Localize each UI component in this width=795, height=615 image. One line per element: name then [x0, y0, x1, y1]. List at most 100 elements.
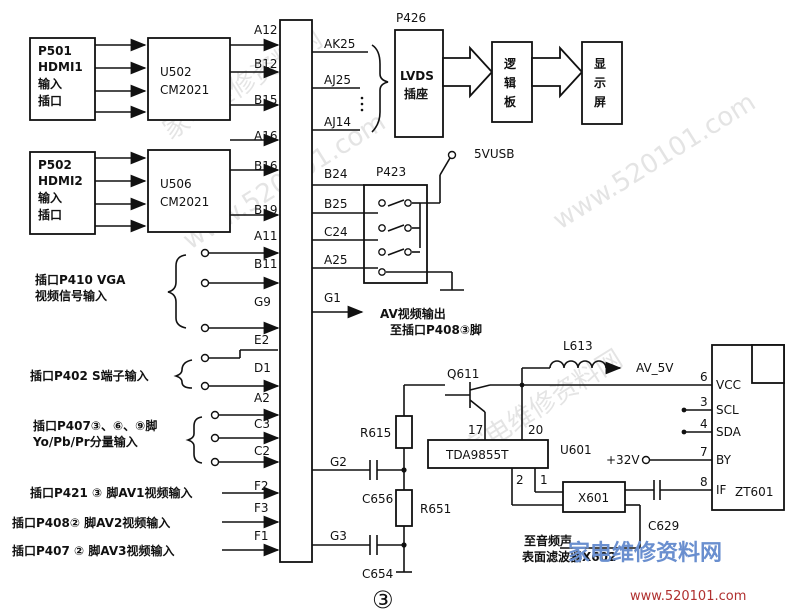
- main-left-pin-label: F1: [254, 529, 269, 543]
- main-left-pin-label: D1: [254, 361, 271, 375]
- zt601-pin-number: 7: [700, 445, 708, 459]
- logic-to-display-arrow: [531, 45, 584, 99]
- p501-label-2: HDMI1: [38, 60, 83, 74]
- av1-label: 插口P421 ③ 脚AV1视频输入: [30, 485, 192, 500]
- lvds-label-1: LVDS: [400, 69, 434, 83]
- display-label-2: 示: [593, 76, 606, 90]
- c654-label: C654: [362, 567, 393, 581]
- u506-part: CM2021: [160, 195, 209, 209]
- q611-transistor: [445, 368, 525, 428]
- p501-to-u502-wires: [95, 38, 147, 119]
- usb-5v-label: 5VUSB: [474, 147, 514, 161]
- zt601-pin-name: BY: [716, 453, 732, 467]
- watermark-4: www.520101.com: [548, 87, 761, 236]
- p501-label-1: P501: [38, 44, 72, 58]
- u506-output-wires: [230, 133, 280, 222]
- zt601-pin-number: 3: [700, 395, 708, 409]
- tda-pin-2: 2: [516, 473, 524, 487]
- main-left-pin-label: C2: [254, 444, 270, 458]
- zt601-pin-name: IF: [716, 483, 727, 497]
- p502-label-1: P502: [38, 158, 72, 172]
- p502-label-4: 插口: [38, 207, 62, 222]
- lvds-label-2: 插座: [404, 86, 428, 101]
- zt601-label: ZT601: [735, 485, 773, 499]
- p423-ref: P423: [376, 165, 406, 179]
- figure-mark: ③: [372, 586, 394, 614]
- logic-board-label-3: 板: [504, 94, 517, 109]
- main-right-pin-label: AJ25: [324, 73, 351, 87]
- tda9855t-label: TDA9855T: [445, 448, 509, 462]
- saw-note-2: 表面滤波器X602: [521, 549, 616, 564]
- zt601-pin-number: 8: [700, 475, 708, 489]
- p501-box: [29, 37, 96, 121]
- main-right-pin-label: G1: [324, 291, 341, 305]
- display-label-1: 显: [594, 57, 606, 71]
- tda-pin-20: 20: [528, 423, 543, 437]
- main-left-pin-label: A11: [254, 229, 277, 243]
- c656-label: C656: [362, 492, 393, 506]
- r615-resistor: [395, 415, 413, 449]
- p501-label-4: 插口: [38, 93, 62, 108]
- lvds-connector: [394, 29, 444, 138]
- r651-label: R651: [420, 502, 451, 516]
- vga-label-2: 视频信号输入: [35, 288, 107, 303]
- main-left-pin-label: C3: [254, 417, 270, 431]
- watermark-layer: 家电维修资料网 www.520101.com 家电维修资料网 www.52010…: [158, 24, 761, 466]
- main-left-pin-label: A16: [254, 129, 277, 143]
- u601-label: U601: [560, 443, 592, 457]
- footer-logo-url: www.520101.com: [630, 589, 746, 604]
- main-right-pin-label: B25: [324, 197, 348, 211]
- q611-label: Q611: [447, 367, 479, 381]
- ypbpr-label-2: Yo/Pb/Pr分量输入: [32, 434, 138, 449]
- x601-filter: [562, 481, 626, 513]
- u506-ref: U506: [160, 177, 192, 191]
- display-box: [581, 41, 623, 125]
- p501-label-3: 输入: [38, 76, 62, 91]
- main-right-pin-label: AJ14: [324, 115, 351, 129]
- main-left-pin-label: F2: [254, 479, 269, 493]
- tda9855t-chip: [427, 439, 549, 469]
- zt601-misc-wires: [641, 407, 712, 465]
- u502-output-wires: [230, 38, 280, 112]
- g2-label: G2: [330, 455, 347, 469]
- vga-label-1: 插口P410 VGA: [35, 272, 126, 287]
- x601-label: X601: [578, 491, 609, 505]
- tda-pin-1: 1: [540, 473, 548, 487]
- zt601-pin-number: 4: [700, 417, 708, 431]
- g2-g3-network: [312, 384, 445, 573]
- u502-chip: [147, 37, 231, 121]
- av2-label: 插口P408② 脚AV2视频输入: [12, 515, 170, 530]
- u502-part: CM2021: [160, 83, 209, 97]
- r651-resistor: [395, 489, 413, 527]
- ypbpr-label-1: 插口P407③、⑥、⑨脚: [33, 418, 157, 433]
- main-right-pin-label: AK25: [324, 37, 355, 51]
- main-left-pin-label: A2: [254, 391, 270, 405]
- ypbpr-input-terminals: [185, 408, 280, 469]
- main-right-pin-label: C24: [324, 225, 348, 239]
- logic-board-box: [491, 41, 533, 123]
- av-input-wires: [222, 486, 280, 557]
- v32-label: +32V: [606, 453, 640, 467]
- lvds-to-logic-arrow: [442, 45, 494, 99]
- l613-label: L613: [563, 339, 593, 353]
- zt601-pin-name: SDA: [716, 425, 742, 439]
- vga-input-terminals: [167, 246, 280, 335]
- p502-box: [29, 151, 96, 235]
- zt601-rf-jack: [751, 344, 785, 384]
- main-right-pin-label: A25: [324, 253, 347, 267]
- c629-label: C629: [648, 519, 679, 533]
- main-left-pin-label: E2: [254, 333, 269, 347]
- display-label-3: 屏: [593, 95, 606, 109]
- zt601-pin-name: VCC: [716, 378, 741, 392]
- main-left-pin-label: B11: [254, 257, 278, 271]
- p502-to-u506-wires: [95, 151, 147, 233]
- av-out-label-1: AV视频输出: [380, 306, 446, 321]
- zt601-tuner: [711, 344, 785, 511]
- x601-to-zt601-wires: [560, 480, 712, 549]
- l613-inductor: [522, 360, 712, 386]
- footer-logo-text: 家电维修资料网: [568, 540, 722, 566]
- zt601-pin-number: 6: [700, 370, 708, 384]
- u502-ref: U502: [160, 65, 192, 79]
- main-left-pin-label: B16: [254, 159, 278, 173]
